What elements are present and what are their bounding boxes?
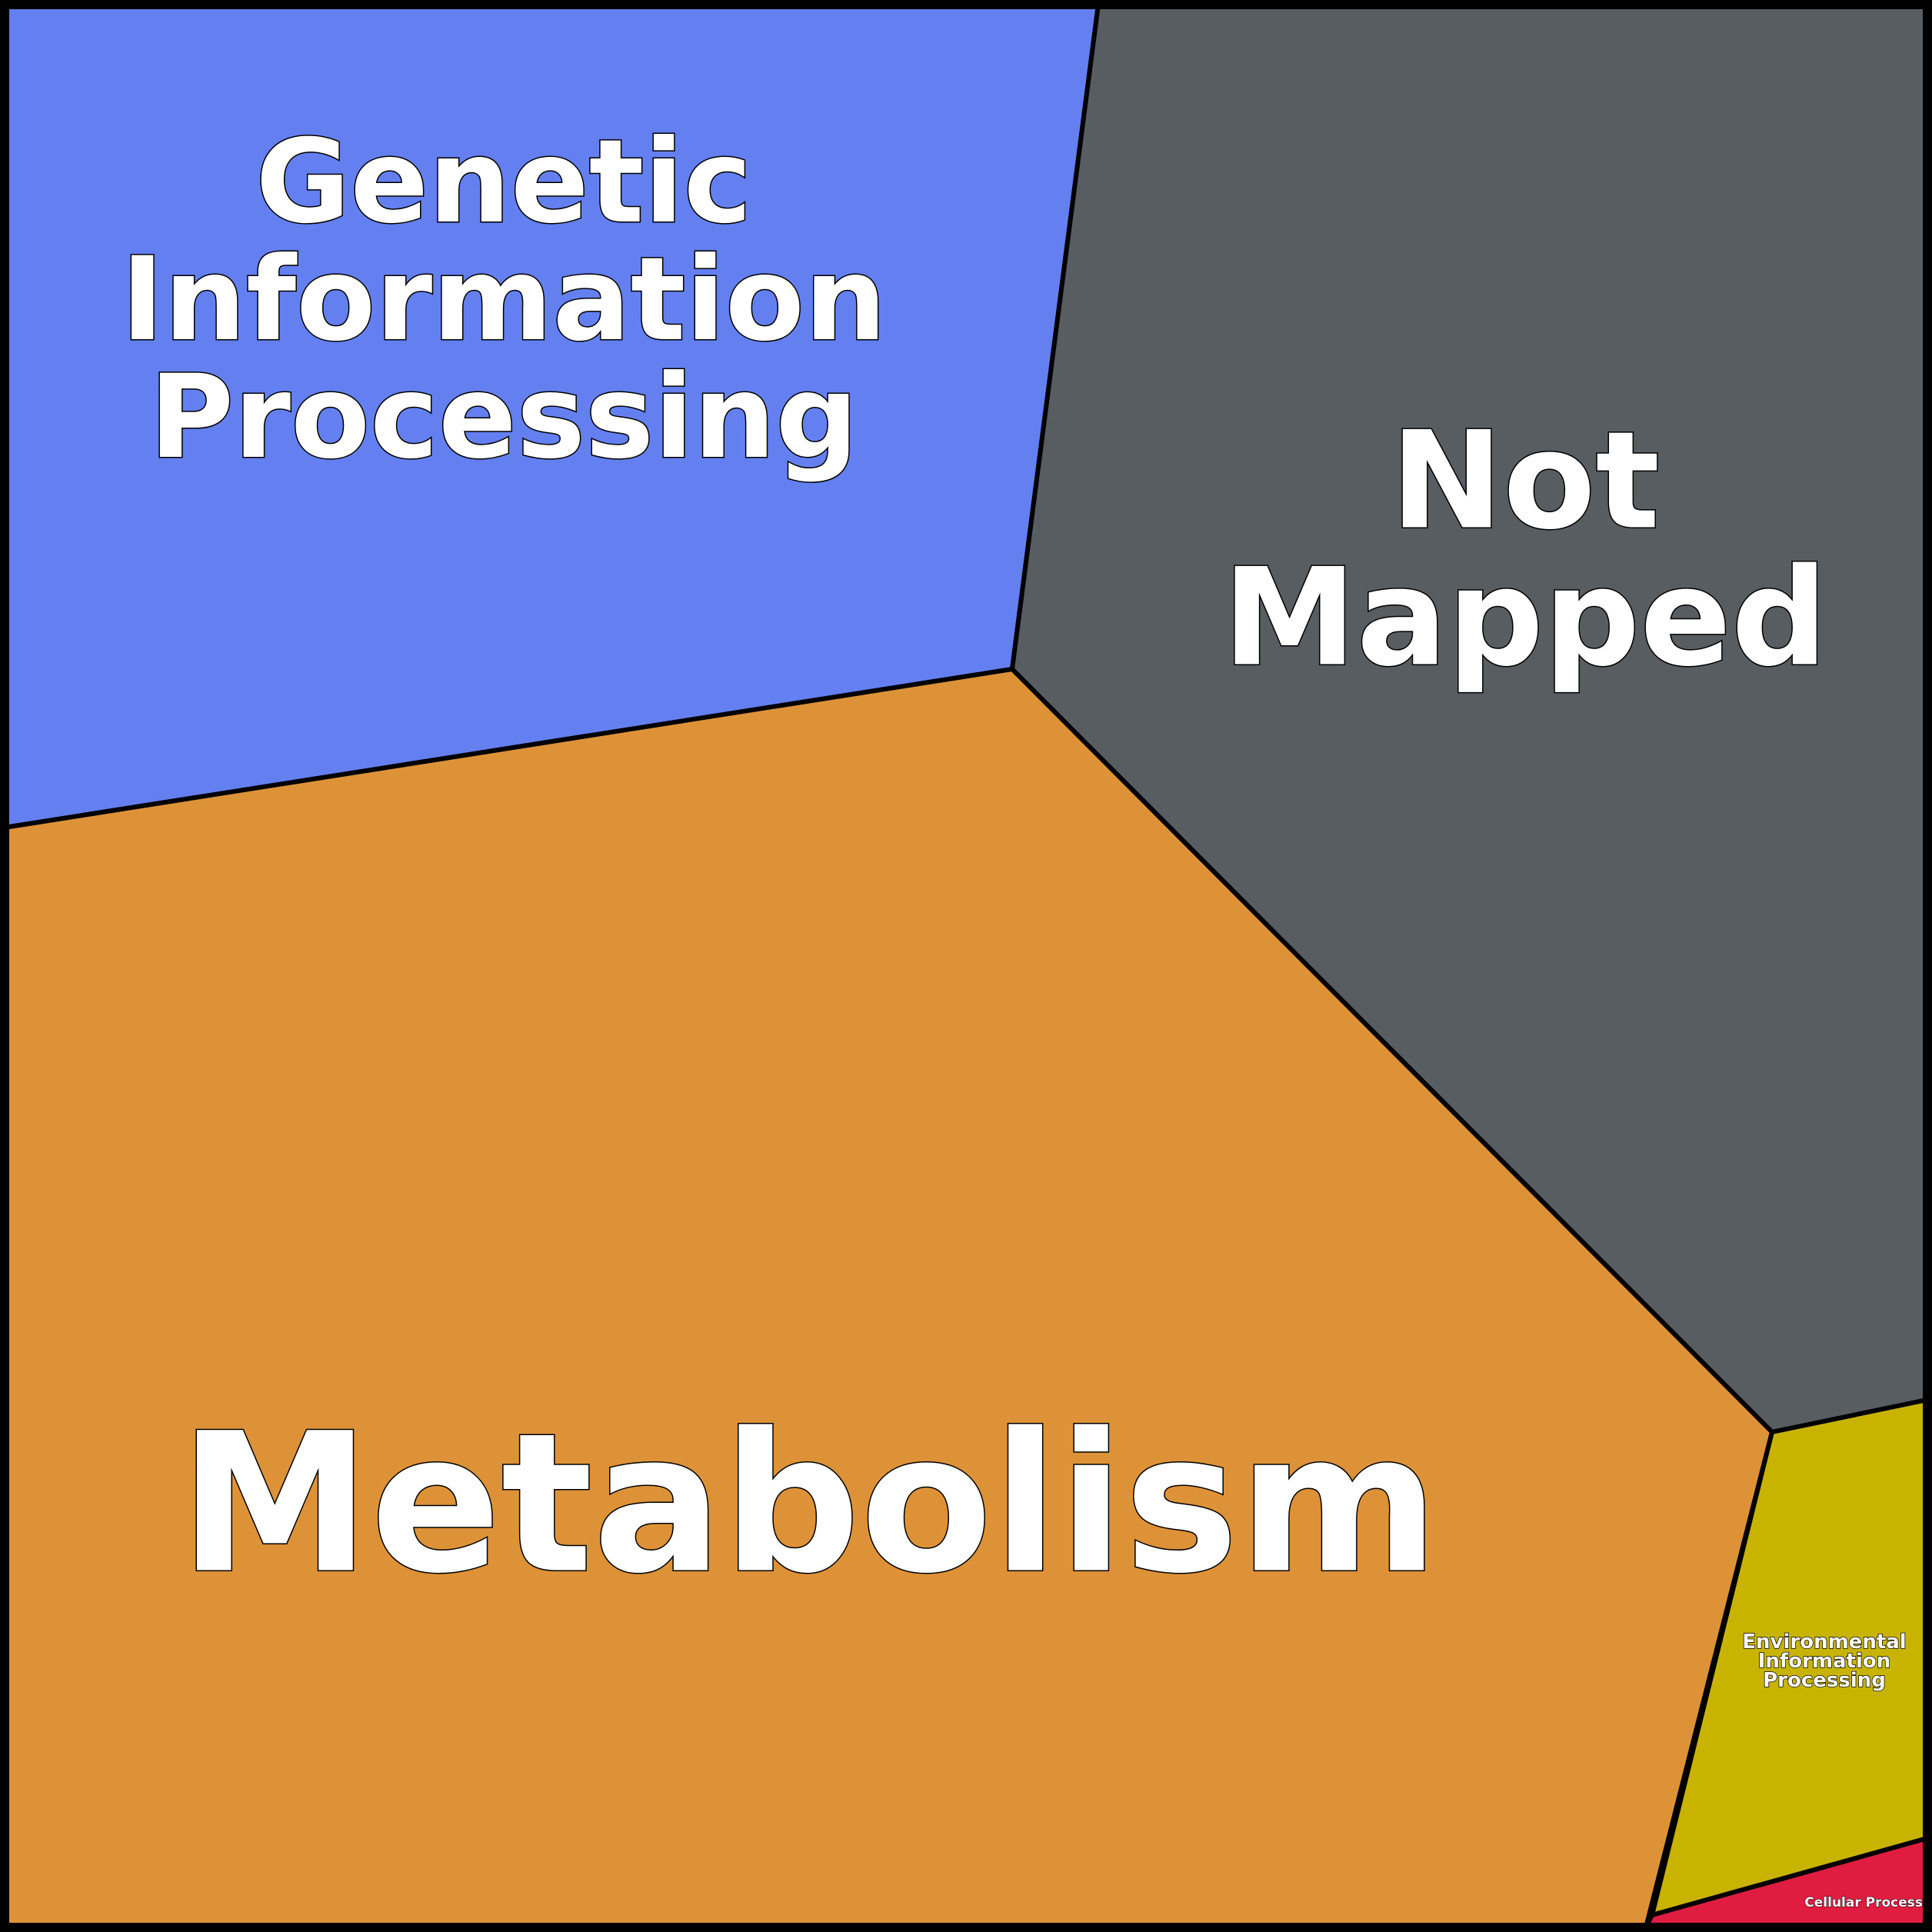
label-line: Information <box>1758 1650 1891 1673</box>
label-line: Cellular Processes <box>1804 1895 1932 1910</box>
label-metabolism: Metabolism <box>179 1392 1439 1616</box>
label-cellular-processes: Cellular Processes <box>1804 1895 1932 1910</box>
label-line: Information <box>121 233 886 367</box>
label-line: Environmental <box>1742 1631 1906 1654</box>
label-line: Genetic <box>255 115 751 249</box>
label-line: Processing <box>1763 1669 1886 1692</box>
label-line: Mapped <box>1223 541 1828 697</box>
label-line: Metabolism <box>179 1392 1439 1616</box>
label-line: Not <box>1391 404 1660 560</box>
label-line: Processing <box>149 351 858 485</box>
